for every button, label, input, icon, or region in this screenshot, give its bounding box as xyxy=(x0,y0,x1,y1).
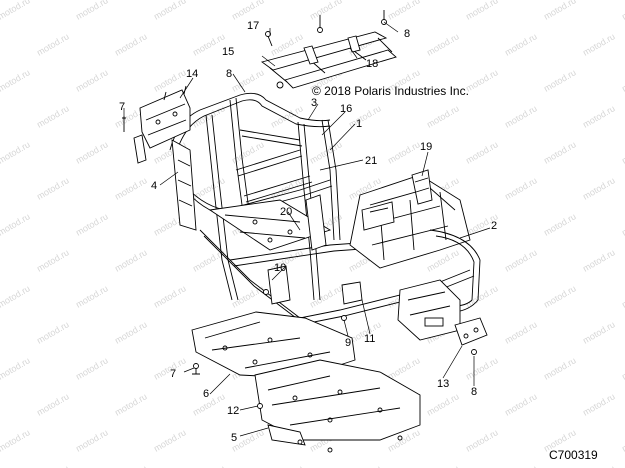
callout-label: 5 xyxy=(231,432,238,444)
callout-label: 10 xyxy=(274,262,287,274)
fasteners xyxy=(122,116,477,453)
callout-label: 1 xyxy=(356,118,363,130)
callout-label: 13 xyxy=(437,378,450,390)
figure-id: C700319 xyxy=(549,448,598,462)
callout-label: 8 xyxy=(226,68,233,80)
callout-label: 15 xyxy=(222,46,235,58)
main-frame-cage xyxy=(169,92,488,346)
callout-label: 3 xyxy=(311,97,318,109)
callout-label: 14 xyxy=(186,68,199,80)
callout-label: 7 xyxy=(170,368,177,380)
callout-label: 20 xyxy=(280,206,293,218)
callout-label: 21 xyxy=(365,155,378,167)
front-left-bracket xyxy=(133,85,191,164)
callout-label: 2 xyxy=(491,220,498,232)
callout-label: 12 xyxy=(227,405,240,417)
callout-label: 17 xyxy=(247,20,260,32)
callout-label: 7 xyxy=(119,101,126,113)
rear-skid-plate xyxy=(254,359,421,446)
callout-label: 8 xyxy=(471,386,478,398)
watermark-text: motod.ru xyxy=(620,0,625,22)
callout-label: 6 xyxy=(203,388,210,400)
callout-label: 16 xyxy=(340,103,353,115)
callout-label: 8 xyxy=(404,28,411,40)
callout-label: 18 xyxy=(366,58,379,70)
copyright-text: © 2018 Polaris Industries Inc. xyxy=(312,84,469,98)
callout-label: 4 xyxy=(151,180,158,192)
callout-label: 19 xyxy=(420,141,433,153)
callout-label: 9 xyxy=(345,337,352,349)
callout-label: 11 xyxy=(364,333,376,345)
roof-crossbar-assembly xyxy=(260,10,397,89)
leader-lines xyxy=(123,21,491,437)
